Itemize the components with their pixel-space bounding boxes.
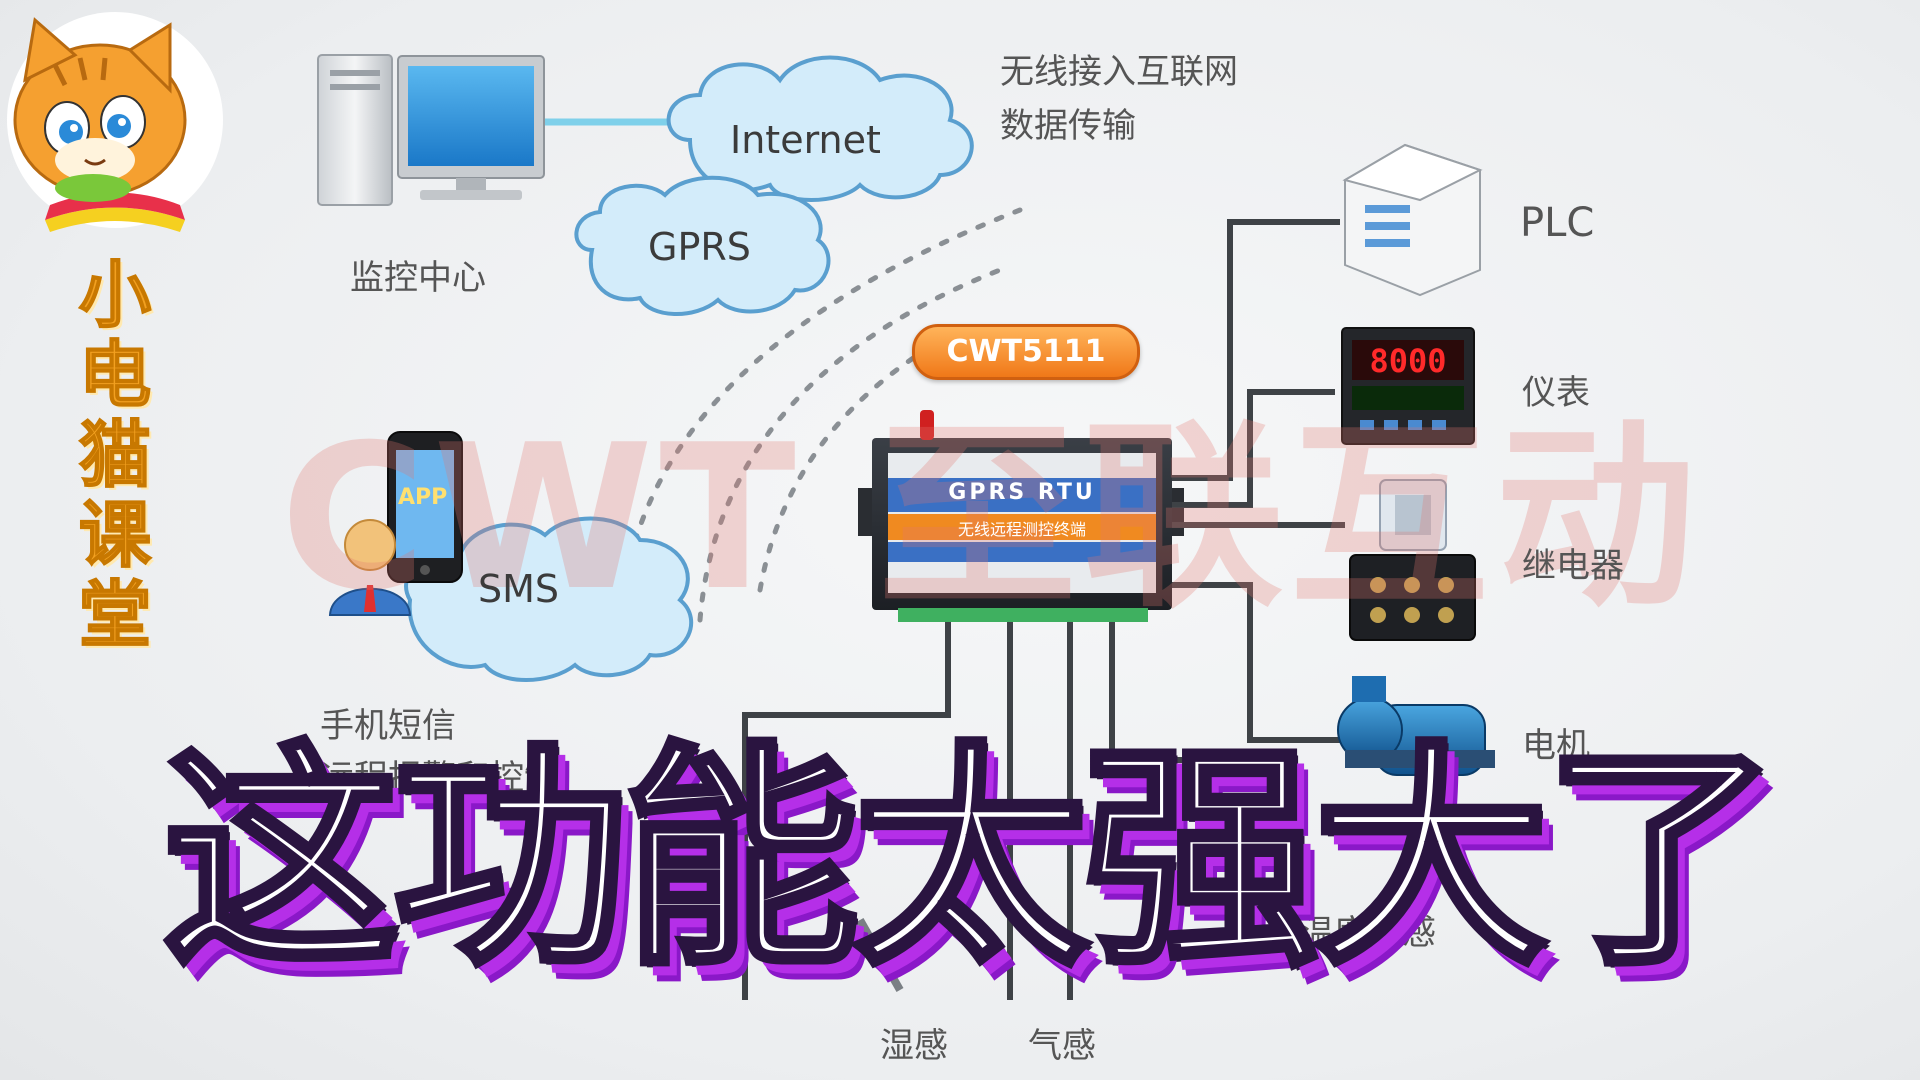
app-label: APP <box>398 485 448 510</box>
channel-char: 猫 <box>78 412 152 497</box>
channel-char: 课 <box>78 492 152 577</box>
relay-device <box>1349 479 1476 641</box>
watermark: CWT 至联互动 <box>280 402 1702 635</box>
sensor-probe <box>856 918 904 992</box>
internet-desc-line: 数据传输 <box>1000 106 1136 146</box>
sms-desc-line: 远程报警和控制 <box>320 758 558 798</box>
sensor-label-humidity: 湿感 <box>880 1026 948 1066</box>
sms-description: 手机短信 远程报警和控制 <box>320 700 558 804</box>
internet-desc-line: 无线接入互联网 <box>1000 52 1238 92</box>
motor-device <box>1337 676 1495 776</box>
sensor-label-temperature: 温度传感 <box>1300 913 1436 953</box>
sms-cloud-shape <box>404 516 694 682</box>
peripheral-label-motor: 电机 <box>1522 726 1590 766</box>
signal-arc-2 <box>697 267 1003 623</box>
video-caption: 这功能太强大了 <box>160 722 1782 997</box>
channel-char: 小 <box>78 252 152 337</box>
user-avatar <box>328 519 412 616</box>
monitor-center-computer <box>317 54 545 206</box>
plc-device <box>1342 143 1483 297</box>
gprs-cloud-label: GPRS <box>648 225 751 269</box>
gprs-cloud-shape <box>574 175 831 316</box>
peripheral-label-meter: 仪表 <box>1522 373 1590 413</box>
sms-cloud-label: SMS <box>478 567 560 611</box>
channel-char: 堂 <box>78 572 152 657</box>
peripheral-label-plc: PLC <box>1520 200 1595 246</box>
channel-char: 电 <box>78 332 152 417</box>
svg-text:8000: 8000 <box>1369 342 1446 380</box>
meter-device: 8000 <box>1341 327 1475 445</box>
wire-sensor-1 <box>742 622 951 1000</box>
wire-sensor-4 <box>1109 622 1280 763</box>
gprs-rtu-device <box>858 410 1184 622</box>
wire-plc <box>1172 219 1340 481</box>
signal-arc-3 <box>757 327 963 593</box>
sensor-label-gas: 气感 <box>1028 1026 1096 1066</box>
internet-cloud-label: Internet <box>730 118 881 162</box>
wire-meter <box>1172 389 1335 508</box>
device-model-badge: CWT5111 <box>912 324 1140 380</box>
rtu-panel-subtitle: 无线远程测控终端 <box>957 520 1086 539</box>
mobile-phone <box>387 431 463 583</box>
peripheral-label-relay: 继电器 <box>1522 546 1624 586</box>
rtu-panel-title: GPRS RTU <box>948 480 1096 505</box>
internet-description: 无线接入互联网 数据传输 <box>1000 45 1238 153</box>
monitor-center-label: 监控中心 <box>350 258 486 298</box>
wire-motor <box>1172 582 1345 743</box>
sms-desc-line: 手机短信 <box>320 706 456 746</box>
mascot-logo <box>7 12 223 232</box>
channel-name: 小 电 猫 课 堂 <box>70 252 160 657</box>
peripheral-wiring <box>742 219 1345 1000</box>
